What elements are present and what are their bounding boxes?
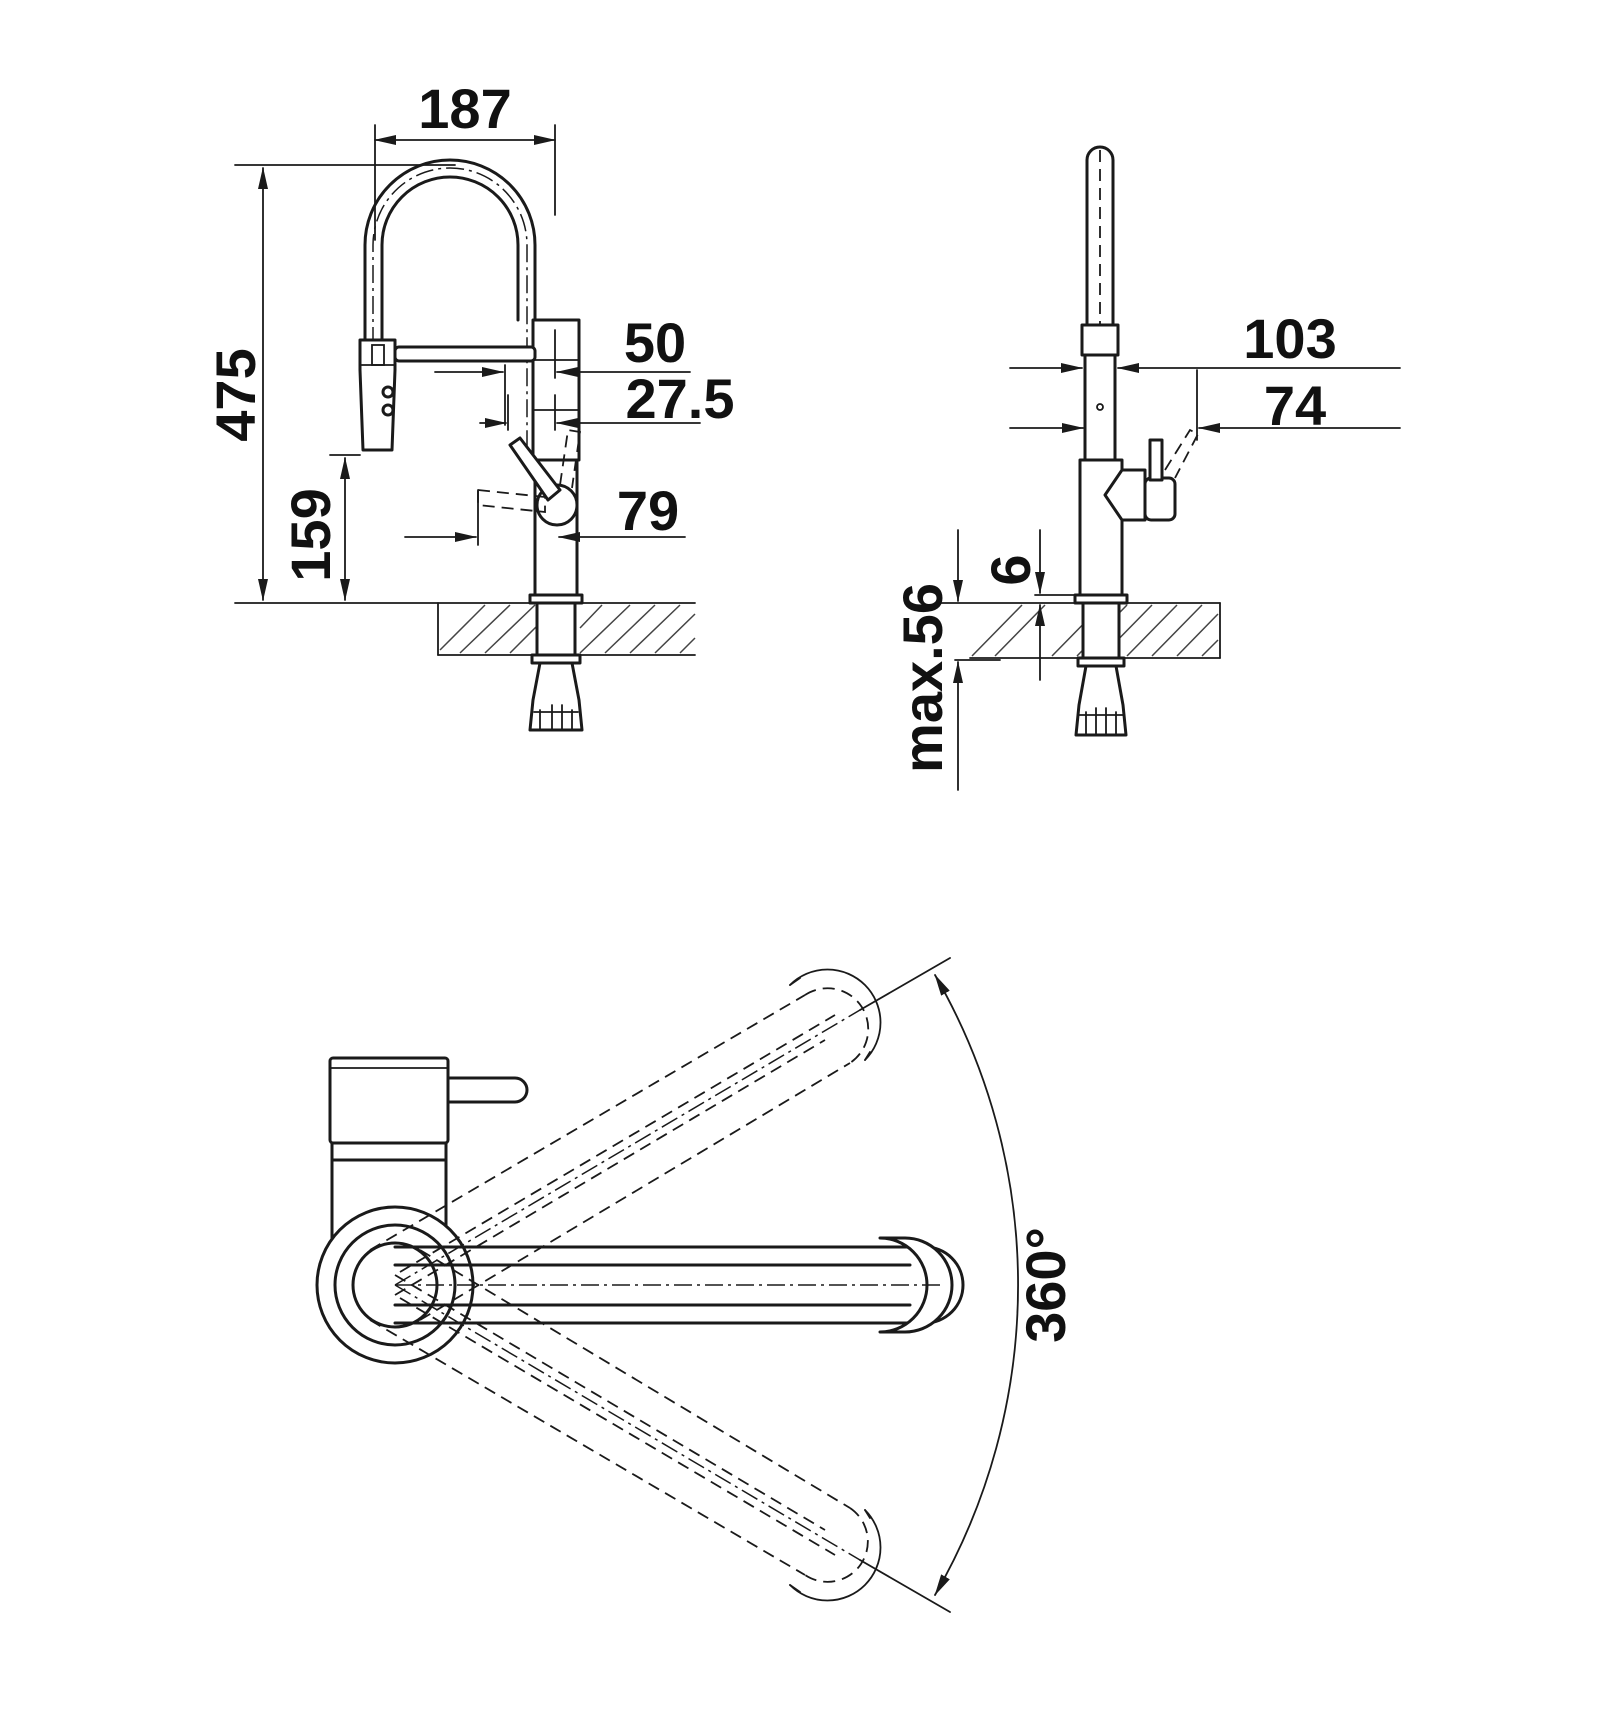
front-view: 187 475 159 50 27.5 [204, 77, 735, 732]
dim-plate-6: 6 [979, 529, 1076, 681]
top-spout-lower-alt [369, 1249, 951, 1613]
side-countertop [939, 602, 1221, 659]
side-lever [1103, 428, 1200, 522]
top-view: 360° [315, 957, 1077, 1613]
dim-label-74: 74 [1264, 374, 1326, 437]
top-spout-straight [393, 1236, 965, 1334]
dim-height-159: 159 [279, 454, 361, 601]
side-view: 103 74 6 max.56 [891, 145, 1401, 791]
dim-label-6: 6 [979, 554, 1042, 585]
dim-spray-50: 50 [434, 311, 691, 426]
dim-label-103: 103 [1243, 307, 1336, 370]
dim-offset-27-5: 27.5 [479, 367, 735, 431]
front-spray-head [358, 338, 537, 452]
dim-width-187: 187 [374, 77, 556, 241]
dim-label-79: 79 [617, 479, 679, 542]
dim-label-50: 50 [624, 311, 686, 374]
front-lever [477, 428, 582, 527]
front-spout [363, 158, 581, 462]
dim-side-74: 74 [1009, 369, 1401, 441]
side-mounting-shank [1074, 601, 1128, 737]
dim-label-159: 159 [279, 488, 342, 581]
dim-side-103: 103 [1009, 307, 1401, 373]
dim-deck-max-56: max.56 [891, 529, 1001, 791]
dim-rotation-360: 360° [934, 974, 1077, 1596]
dim-height-475: 475 [204, 164, 456, 601]
front-countertop-hatch [439, 604, 696, 654]
dim-lever-79: 79 [404, 479, 686, 546]
dim-label-max-56: max.56 [891, 583, 954, 773]
dim-label-187: 187 [418, 77, 511, 140]
top-spout-upper-alt [369, 957, 951, 1321]
dim-label-27-5: 27.5 [626, 367, 735, 430]
dim-label-360: 360° [1014, 1227, 1077, 1343]
top-lever [328, 1056, 529, 1247]
front-countertop [234, 602, 696, 656]
side-spout [1080, 145, 1120, 462]
dim-label-475: 475 [204, 348, 267, 441]
front-mounting-shank [528, 601, 584, 732]
